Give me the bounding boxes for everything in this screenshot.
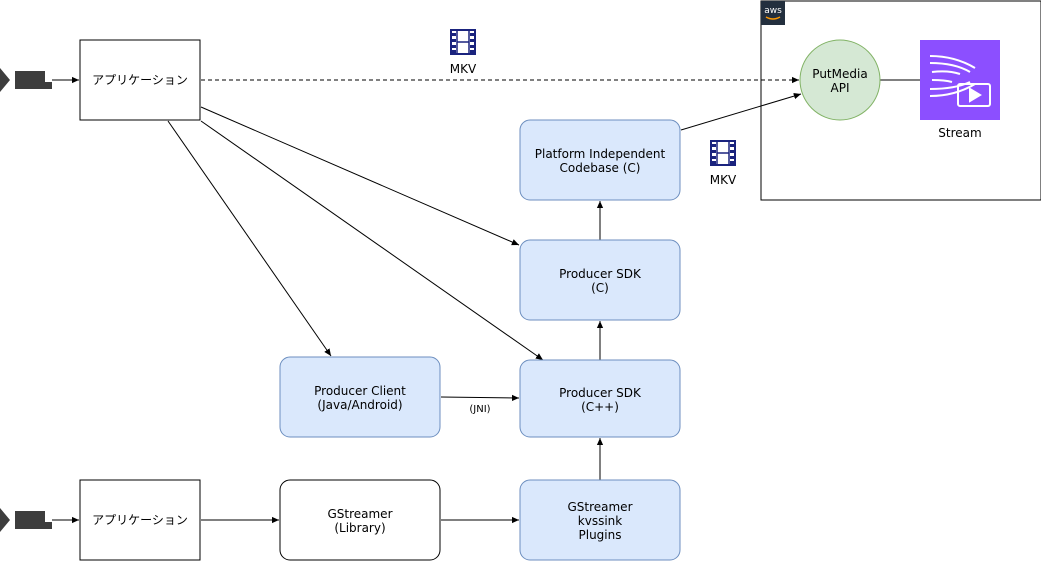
application-bottom-label: アプリケーション xyxy=(92,513,188,527)
putmedia-label-line2: API xyxy=(831,81,850,95)
putmedia-label-line1: PutMedia xyxy=(812,67,867,81)
mkv-label-mid: MKV xyxy=(710,173,737,187)
gstreamer-plugins-label-line1: GStreamer xyxy=(567,500,632,514)
gstreamer-plugins-label-line3: Plugins xyxy=(579,528,622,542)
gstreamer-plugins-node: GStreamer kvssink Plugins xyxy=(519,479,681,561)
producer-c-label-line1: Producer SDK xyxy=(559,267,642,281)
application-bottom-node: アプリケーション xyxy=(79,479,201,561)
video-camera-icon xyxy=(0,508,52,532)
mkv-label-top: MKV xyxy=(450,62,477,76)
film-strip-icon xyxy=(450,29,476,55)
producer-client-label-line2: (Java/Android) xyxy=(317,398,402,412)
edge-client-cpp xyxy=(440,394,520,402)
stream-label: Stream xyxy=(938,126,981,140)
application-top-node: アプリケーション xyxy=(79,39,201,121)
edge-app-producer-cpp xyxy=(200,120,544,361)
producer-client-label-line1: Producer Client xyxy=(314,384,406,398)
producer-sdk-cpp-node: Producer SDK (C++) xyxy=(519,359,681,438)
application-top-label: アプリケーション xyxy=(92,73,188,87)
producer-sdk-c-node: Producer SDK (C) xyxy=(519,239,681,321)
putmedia-api-node: PutMedia API xyxy=(799,39,881,121)
edge-platform-putmedia xyxy=(680,93,802,131)
producer-cpp-label-line2: (C++) xyxy=(581,400,619,414)
film-strip-icon xyxy=(710,140,736,166)
producer-c-label-line2: (C) xyxy=(591,281,609,295)
producer-client-node: Producer Client (Java/Android) xyxy=(279,356,441,438)
video-camera-icon xyxy=(0,68,52,92)
edge-app-producer-client xyxy=(167,120,332,357)
edge-app-producer-c xyxy=(200,106,520,246)
stream-node: Stream xyxy=(920,40,1000,140)
platform-label-line1: Platform Independent xyxy=(535,147,666,161)
jni-label: (JNI) xyxy=(469,404,490,415)
producer-cpp-label-line1: Producer SDK xyxy=(559,386,642,400)
edges xyxy=(52,76,920,524)
platform-label-line2: Codebase (C) xyxy=(560,161,641,175)
aws-badge-text: aws xyxy=(764,6,782,16)
gstreamer-library-node: GStreamer (Library) xyxy=(279,479,441,561)
kinesis-video-stream-icon xyxy=(929,55,991,107)
gstreamer-lib-label-line1: GStreamer xyxy=(327,507,392,521)
gstreamer-lib-label-line2: (Library) xyxy=(334,521,385,535)
platform-independent-node: Platform Independent Codebase (C) xyxy=(519,119,681,201)
aws-logo-icon: aws xyxy=(761,1,785,25)
gstreamer-plugins-label-line2: kvssink xyxy=(578,514,622,528)
